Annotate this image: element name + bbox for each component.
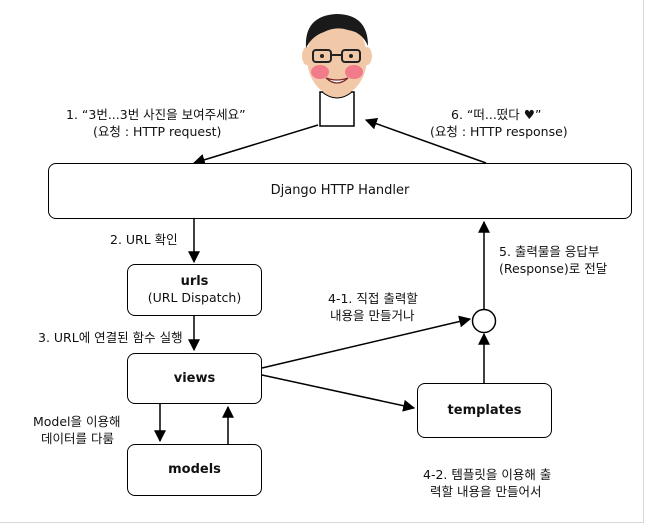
views-label: views (173, 370, 216, 386)
models-label: models (168, 462, 221, 478)
diagram-frame (0, 0, 644, 523)
response-label-line2: (요청 : HTTP response) (430, 124, 568, 139)
function-run-label: 3. URL에 연결된 함수 실행 (38, 330, 183, 345)
request-arrow (192, 124, 319, 166)
response-label-line1: 6. “떠...떴다 ♥” (451, 107, 542, 122)
views-to-templates-arrow (261, 374, 416, 412)
model-label-line1: Model을 이용해 (33, 414, 121, 429)
url-check-label: 2. URL 확인 (110, 232, 178, 247)
templates-box: templates (417, 383, 552, 438)
views-to-response-arrow (261, 315, 472, 369)
views-box: views (127, 353, 262, 404)
templates-label: templates (447, 402, 522, 418)
django-http-handler-box: Django HTTP Handler (48, 163, 632, 219)
models-box: models (127, 444, 262, 496)
deliver-label-line1: 5. 출력물을 응답부 (499, 244, 600, 259)
urls-title: urls (180, 273, 209, 289)
model-label-line2: 데이터를 다룸 (41, 431, 114, 446)
handler-label: Django HTTP Handler (270, 183, 410, 199)
template-label-line1: 4-2. 템플릿을 이용해 출 (423, 467, 552, 482)
response-junction (471, 308, 497, 334)
urls-box: urls (URL Dispatch) (127, 264, 262, 316)
direct-output-label-line1: 4-1. 직접 출력할 (328, 291, 418, 306)
response-arrow (364, 117, 487, 164)
request-label-line2: (요청 : HTTP request) (93, 124, 222, 139)
request-label-line1: 1. “3번...3번 사진을 보여주세요” (66, 107, 246, 122)
template-label-line2: 력할 내용을 만들어서 (430, 484, 542, 499)
direct-output-label-line2: 내용을 만들거나 (330, 308, 415, 323)
deliver-label-line2: (Response)로 전달 (499, 261, 608, 276)
urls-subtitle: (URL Dispatch) (147, 290, 242, 306)
user-photo-icon (302, 14, 372, 127)
